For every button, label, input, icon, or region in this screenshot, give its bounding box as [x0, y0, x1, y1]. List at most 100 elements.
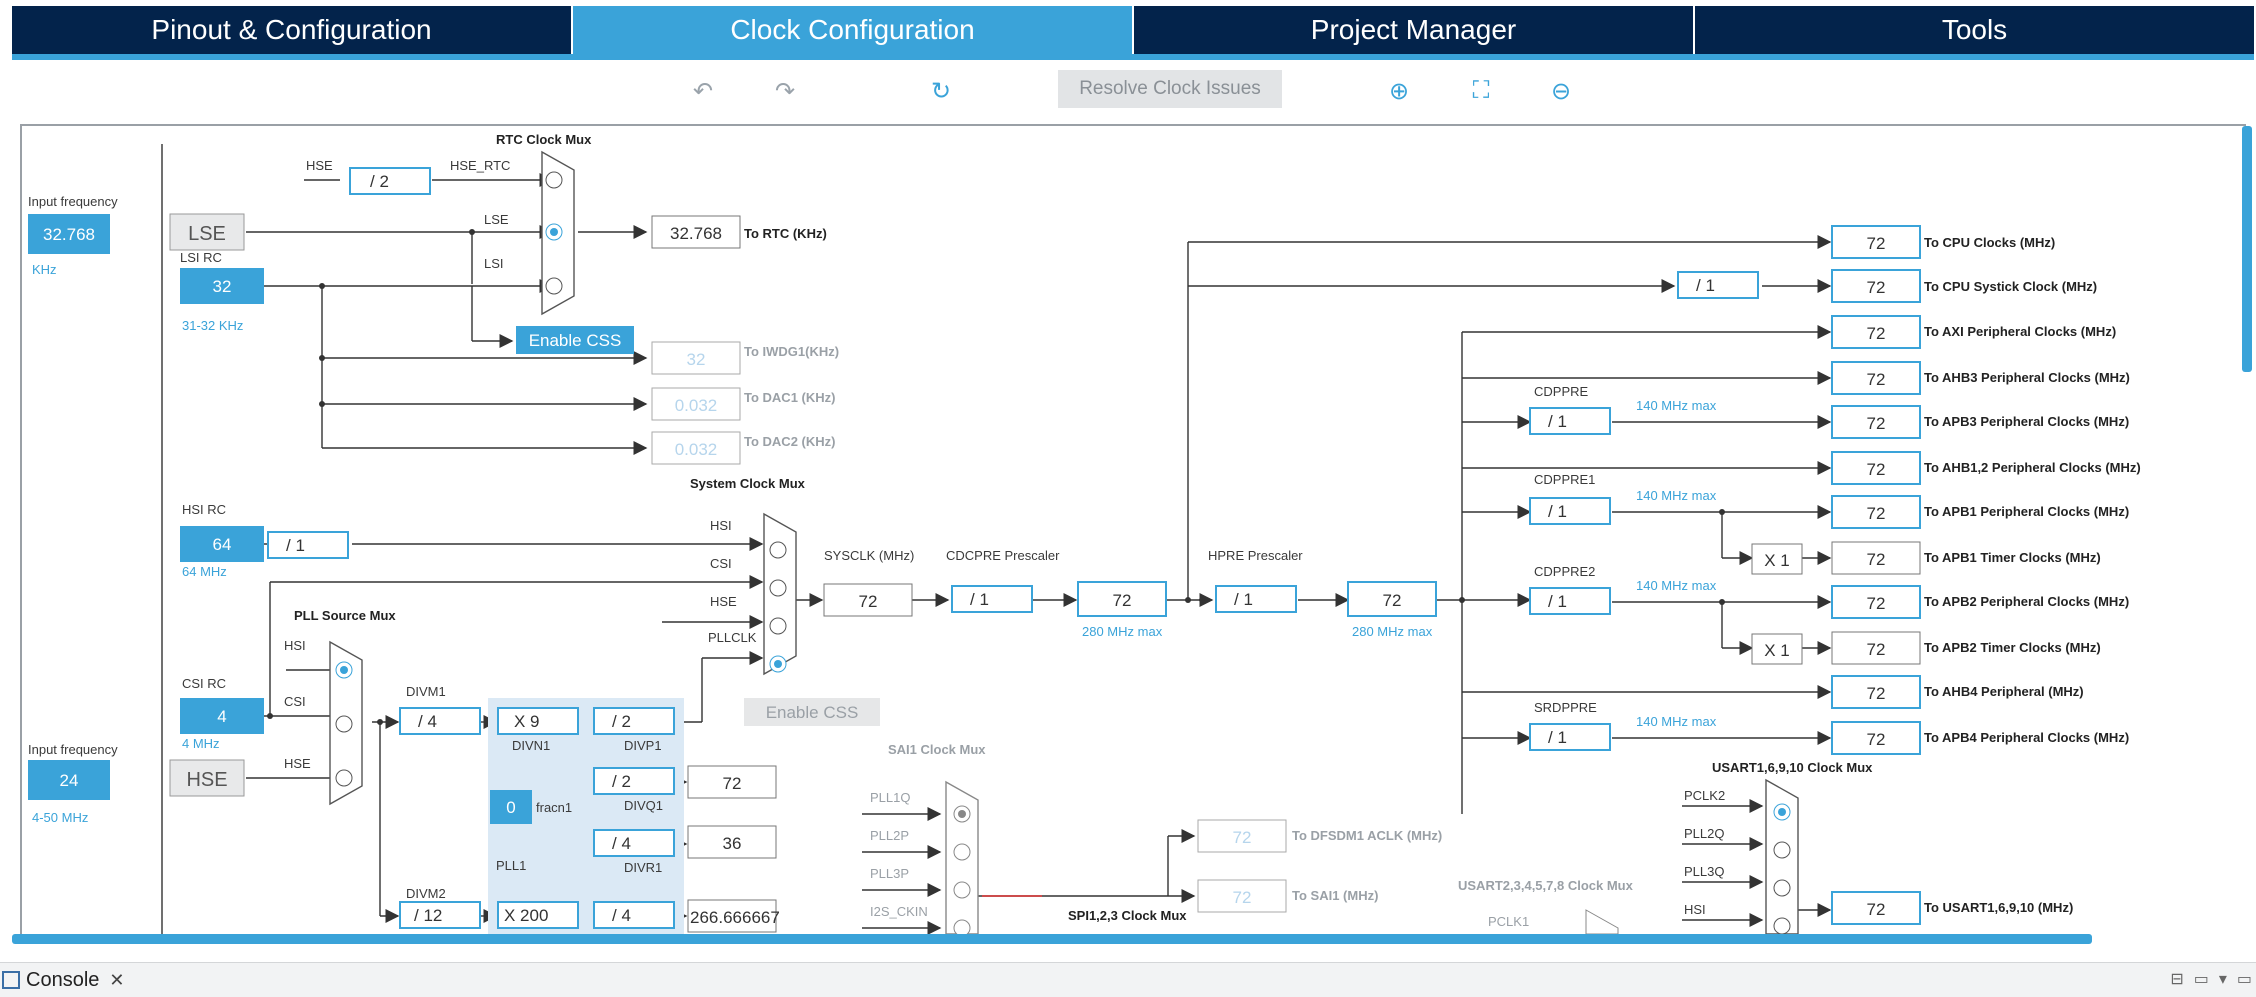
lsi-title: LSI RC [180, 250, 222, 265]
csi-frequency[interactable] [180, 698, 264, 734]
cdppre-select[interactable] [1529, 407, 1611, 435]
divn2-select[interactable] [497, 901, 579, 929]
lse-unit: KHz [32, 262, 57, 277]
redo-icon[interactable]: ↷ [774, 77, 796, 105]
display-icon[interactable]: ▭ [2193, 971, 2209, 988]
hse-rtc-div-select[interactable] [349, 167, 431, 195]
rtc-output-label: To RTC (KHz) [744, 226, 827, 241]
vertical-scrollbar[interactable] [2242, 126, 2252, 372]
fracn1-value: 0 [506, 798, 515, 817]
divm2-select[interactable] [399, 901, 481, 929]
hpre-select[interactable] [1215, 585, 1297, 613]
sys-mux-csi-label: CSI [710, 556, 732, 571]
apb1-timer-multiplier: X 1 [1764, 551, 1790, 570]
divp2-select[interactable] [593, 901, 675, 929]
cdcpre-div: / 1 [970, 590, 989, 609]
horizontal-scrollbar[interactable] [12, 934, 2092, 944]
main-tabs: Pinout & Configuration Clock Configurati… [12, 6, 2254, 54]
cdppre2-select[interactable] [1529, 587, 1611, 615]
fracn1-input[interactable] [490, 790, 532, 824]
enable-css-hse-button[interactable] [744, 698, 880, 726]
lse-block[interactable] [169, 213, 245, 251]
pin-icon[interactable]: ⊟ [2170, 971, 2184, 988]
dfsdm-value: 72 [1233, 828, 1252, 847]
undo-icon[interactable]: ↶ [692, 77, 714, 105]
ahb12-clock-label: To AHB1,2 Peripheral Clocks (MHz) [1924, 460, 2141, 475]
cdppre-label: CDPPRE [1534, 384, 1589, 399]
cdppre1-select[interactable] [1529, 497, 1611, 525]
pll-mux-hse-label: HSE [284, 756, 311, 771]
axi-clock-label: To AXI Peripheral Clocks (MHz) [1924, 324, 2116, 339]
hse-frequency-value: 24 [60, 771, 79, 790]
apb1-timer-value: 72 [1867, 550, 1886, 569]
apb2-clock-label: To APB2 Peripheral Clocks (MHz) [1924, 594, 2129, 609]
dfsdm-label: To DFSDM1 ACLK (MHz) [1292, 828, 1442, 843]
dac1-output-label: To DAC1 (KHz) [744, 390, 835, 405]
dac2-output-label: To DAC2 (KHz) [744, 434, 835, 449]
apb1-timer-label: To APB1 Timer Clocks (MHz) [1924, 550, 2101, 565]
srdppre-select[interactable] [1529, 723, 1611, 751]
divq1-select[interactable] [593, 767, 675, 795]
lsi-range: 31-32 KHz [182, 318, 243, 333]
systick-div-select[interactable] [1677, 271, 1759, 299]
dac1-output-value: 0.032 [675, 396, 718, 415]
tab-pinout-configuration[interactable]: Pinout & Configuration [12, 6, 573, 54]
refresh-icon[interactable]: ↻ [930, 77, 952, 105]
divq1-label: DIVQ1 [624, 798, 663, 813]
dac2-output-value: 0.032 [675, 440, 718, 459]
hsi-div-select[interactable] [267, 531, 349, 559]
rtc-mux-radio-lsi[interactable] [545, 277, 563, 295]
divp2-value: / 4 [612, 906, 631, 925]
divn1-select[interactable] [497, 707, 579, 735]
divp1-select[interactable] [593, 707, 675, 735]
usart1-mux-in3: PLL3Q [1684, 864, 1724, 879]
rtc-mux-radio-hse[interactable] [545, 171, 563, 189]
pll1-r-output: 36 [723, 834, 742, 853]
zoom-out-icon[interactable]: ⊖ [1550, 77, 1572, 105]
hsi-value: 64 [213, 535, 232, 554]
tab-clock-configuration[interactable]: Clock Configuration [573, 6, 1134, 54]
hse-block[interactable] [169, 759, 245, 797]
enable-css-lse-button[interactable] [516, 326, 634, 354]
cpu-systick-value: 72 [1867, 278, 1886, 297]
hse-range: 4-50 MHz [32, 810, 88, 825]
fit-icon[interactable]: ⛶ [1472, 77, 1490, 104]
apb1-clock-label: To APB1 Peripheral Clocks (MHz) [1924, 504, 2129, 519]
lse-frequency-input[interactable] [28, 214, 110, 254]
hse-input-frequency-label: Input frequency [28, 742, 118, 757]
usart1-mux-title: USART1,6,9,10 Clock Mux [1712, 760, 1873, 775]
cdppre-max: 140 MHz max [1636, 398, 1717, 413]
sai1-mux-in1: PLL1Q [870, 790, 910, 805]
close-icon[interactable]: ✕ [109, 969, 125, 990]
cdppre1-max: 140 MHz max [1636, 488, 1717, 503]
hse-frequency-input[interactable] [28, 760, 110, 800]
rtc-mux-lse-label: LSE [484, 212, 509, 227]
tab-project-manager[interactable]: Project Manager [1134, 6, 1695, 54]
resolve-clock-issues-button[interactable]: Resolve Clock Issues [1058, 70, 1282, 108]
tabbar-underline [12, 54, 2254, 60]
zoom-in-icon[interactable]: ⊕ [1388, 77, 1410, 105]
cdppre-div: / 1 [1548, 412, 1567, 431]
pll-mux-hsi-label: HSI [284, 638, 306, 653]
divr1-select[interactable] [593, 829, 675, 857]
rtc-mux-title: RTC Clock Mux [496, 132, 592, 147]
sys-mux-hsi-label: HSI [710, 518, 732, 533]
iwdg1-output-label: To IWDG1(KHz) [744, 344, 839, 359]
cpu-clock-label: To CPU Clocks (MHz) [1924, 235, 2055, 250]
console-tab[interactable]: Console ✕ [2, 967, 124, 993]
hse-label: HSE [186, 769, 227, 791]
clock-tree-canvas[interactable]: Input frequency 32.768 KHz LSE LSI RC 32… [20, 124, 2246, 934]
tab-tools[interactable]: Tools [1941, 14, 2008, 45]
input-frequency-label: Input frequency [28, 194, 118, 209]
hsi-frequency[interactable] [180, 526, 264, 562]
divm1-select[interactable] [399, 707, 481, 735]
csi-value: 4 [217, 707, 226, 726]
chevron-down-icon[interactable]: ▾ [2218, 971, 2227, 988]
cdcpre-select[interactable] [951, 585, 1033, 613]
usart2-mux-pclk1: PCLK1 [1488, 914, 1529, 929]
apb2-clock-value: 72 [1867, 594, 1886, 613]
hpre-value: 72 [1383, 591, 1402, 610]
minimize-icon[interactable]: ▭ [2236, 971, 2252, 988]
rtc-mux-lsi-label: LSI [484, 256, 504, 271]
lsi-frequency[interactable] [180, 268, 264, 304]
